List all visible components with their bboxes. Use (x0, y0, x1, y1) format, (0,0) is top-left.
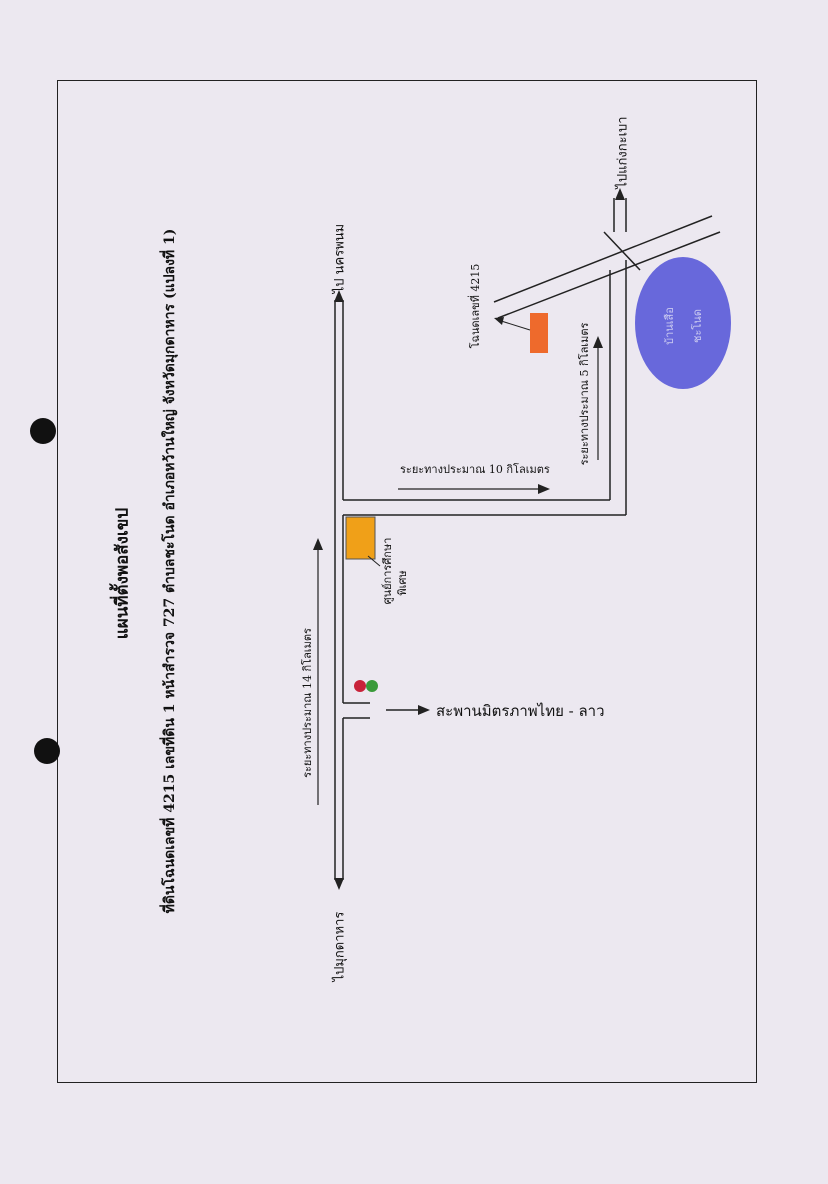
label-village-2: ชะโนด (691, 309, 704, 343)
arrow-to-kaeng-kabao (615, 188, 625, 200)
arrow-to-mukdahan (334, 878, 344, 890)
village-area (635, 257, 731, 389)
distance-5-arrow-head (593, 336, 603, 348)
diagonal-road-edge-2 (497, 231, 721, 319)
deed-pointer-line (497, 319, 531, 331)
distance-14-arrow-head (313, 538, 323, 550)
label-deed: โฉนดเลขที่ 4215 (469, 263, 482, 349)
label-to-mukdahan: ไปมุกดาหาร (332, 911, 348, 982)
label-study-center-2: พิเศษ (396, 570, 409, 596)
label-distance-14: ระยะทางประมาณ 14 กิโลเมตร (301, 628, 314, 778)
deed-pointer-head (494, 317, 504, 325)
punch-hole-bottom (34, 738, 60, 764)
diagonal-road-edge-1 (493, 215, 713, 303)
label-bridge: สะพานมิตรภาพไทย - ลาว (436, 702, 605, 720)
study-center-pointer (367, 555, 381, 567)
map-subtitle: ที่ดินโฉนดเลขที่ 4215 เลขที่ดิน 1 หน้าสำ… (162, 228, 178, 914)
label-distance-5: ระยะทางประมาณ 5 กิโลเมตร (578, 322, 591, 466)
arrow-to-nakhon-phanom (334, 290, 344, 302)
label-distance-10: ระยะทางประมาณ 10 กิโลเมตร (400, 463, 550, 476)
label-to-nakhon-phanom: ไป นครพนม (332, 223, 348, 294)
bridge-arrow-head (418, 705, 430, 715)
deed-parcel (530, 313, 548, 353)
punch-hole-top (30, 418, 56, 444)
diagonal-crossing (603, 231, 641, 271)
traffic-light-green (366, 680, 378, 692)
map-frame (57, 80, 757, 1083)
map-title: แผนที่ตั้งพอสังเขป (112, 507, 133, 640)
distance-10-arrow-head (538, 484, 550, 494)
label-village-1: บ้านเสือ (663, 307, 676, 345)
traffic-light-red (354, 680, 366, 692)
label-to-kaeng-kabao: ไปแก่งกะเบา (615, 116, 631, 189)
study-center-box (345, 516, 376, 560)
